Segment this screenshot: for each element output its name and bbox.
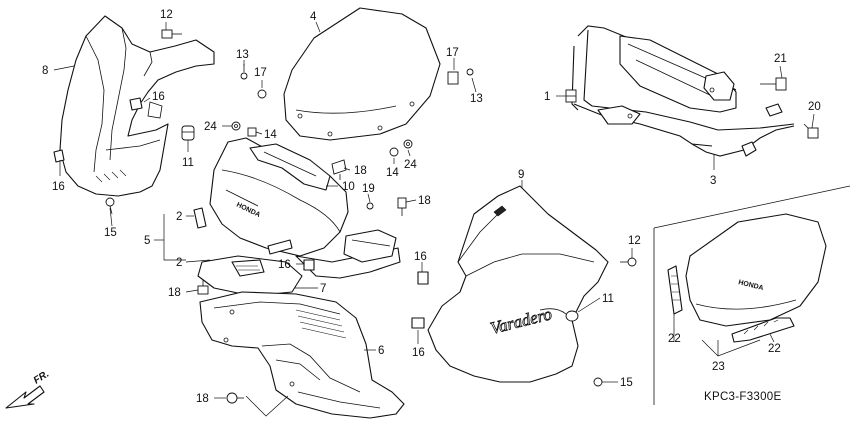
callout-23: 23 xyxy=(712,361,725,373)
side-plate-part xyxy=(197,255,303,297)
callout-16-upper: 16 xyxy=(152,91,165,103)
front-direction-arrow xyxy=(5,385,45,409)
hardware-items xyxy=(53,29,819,404)
direction-label: FR. xyxy=(32,369,51,387)
diagram-code-label: KPC3-F3300E xyxy=(704,391,781,403)
bolt-19-icon xyxy=(366,202,374,210)
callout-18-right: 18 xyxy=(418,195,431,207)
callout-11-right: 11 xyxy=(602,293,614,305)
callout-16-right-lower: 16 xyxy=(412,347,425,359)
lower-cowl-part xyxy=(199,291,405,419)
callout-18-bottom: 18 xyxy=(196,393,209,405)
clip-16-center-icon xyxy=(303,259,315,271)
callout-labels: 12 8 16 16 15 4 13 17 24 11 14 17 13 18 … xyxy=(42,9,821,405)
bolt-18-right-icon xyxy=(397,197,407,216)
strip-2-upper-icon xyxy=(193,207,207,229)
clip-16-left-icon xyxy=(53,149,65,163)
nut-14-left-icon xyxy=(247,127,257,137)
callout-16-center: 16 xyxy=(278,259,291,271)
callout-5: 5 xyxy=(144,235,150,247)
side-cowl-part: Varadero xyxy=(427,185,609,383)
leader-lines xyxy=(53,21,815,417)
callout-18-lowerleft: 18 xyxy=(168,287,181,299)
bolt-21-icon xyxy=(760,77,787,91)
callout-9: 9 xyxy=(518,169,524,181)
callout-20: 20 xyxy=(808,101,821,113)
nut-14-right-icon xyxy=(389,147,399,157)
callout-12-right: 12 xyxy=(628,235,641,247)
bolt-18-center-icon xyxy=(331,159,347,180)
callout-22-left: 22 xyxy=(668,333,681,345)
bolt-15-right-icon xyxy=(593,377,603,387)
nut-17-left-icon xyxy=(257,89,267,99)
windscreen-part xyxy=(283,7,441,141)
clip-16-upper-icon xyxy=(129,97,143,111)
grommet-11-left-icon xyxy=(181,125,195,141)
inner-lower-bracket-part xyxy=(295,229,401,279)
callout-18-center: 18 xyxy=(354,165,367,177)
callout-13-right: 13 xyxy=(470,93,483,105)
callout-3: 3 xyxy=(710,175,716,187)
washer-24-left-icon xyxy=(231,121,241,131)
inner-fairing-part: HONDA xyxy=(209,137,349,257)
callout-12-left: 12 xyxy=(160,9,173,21)
clip-16-right-upper-icon xyxy=(417,271,429,285)
callout-16-left: 16 xyxy=(52,181,65,193)
callout-17-left: 17 xyxy=(254,67,267,79)
optional-windscreen-box: HONDA xyxy=(653,185,850,405)
bolt-12-right-icon xyxy=(620,257,637,267)
clip-16-right-lower-icon xyxy=(411,317,425,329)
callout-2-lower: 2 xyxy=(176,257,182,269)
callout-17-right: 17 xyxy=(446,47,459,59)
callout-1: 1 xyxy=(544,91,550,103)
bolt-12-left-icon xyxy=(161,29,182,39)
bolt-18-bottom-icon xyxy=(226,392,244,404)
callout-15-right: 15 xyxy=(620,377,633,389)
callout-6: 6 xyxy=(378,345,384,357)
callout-21: 21 xyxy=(774,53,787,65)
callout-19: 19 xyxy=(362,183,375,195)
callout-24-left: 24 xyxy=(204,121,217,133)
callout-2-upper: 2 xyxy=(176,211,182,223)
washer-24-right-icon xyxy=(403,139,413,149)
callout-14-left: 14 xyxy=(264,129,277,141)
callout-24-right: 24 xyxy=(404,159,417,171)
grommet-11-right-icon xyxy=(565,310,579,322)
callout-14-right: 14 xyxy=(386,167,399,179)
callout-11-left: 11 xyxy=(182,157,194,169)
callout-4: 4 xyxy=(310,11,317,23)
screw-13-right-icon xyxy=(466,68,474,76)
screw-13-left-icon xyxy=(240,64,248,80)
bolt-15-left-icon xyxy=(105,197,115,215)
callout-10: 10 xyxy=(342,181,355,193)
callout-13-left: 13 xyxy=(236,49,249,61)
callout-7: 7 xyxy=(320,283,326,295)
nut-17-right-icon xyxy=(447,71,459,85)
strip-2-lower-icon xyxy=(267,239,293,255)
stay-frame-part xyxy=(571,25,795,157)
callout-15-left: 15 xyxy=(104,227,117,239)
callout-22-right: 22 xyxy=(768,343,781,355)
callout-16-right-upper: 16 xyxy=(414,251,427,263)
nut-1-icon xyxy=(565,89,577,103)
callout-8: 8 xyxy=(42,65,48,77)
bolt-20-icon xyxy=(803,123,819,139)
